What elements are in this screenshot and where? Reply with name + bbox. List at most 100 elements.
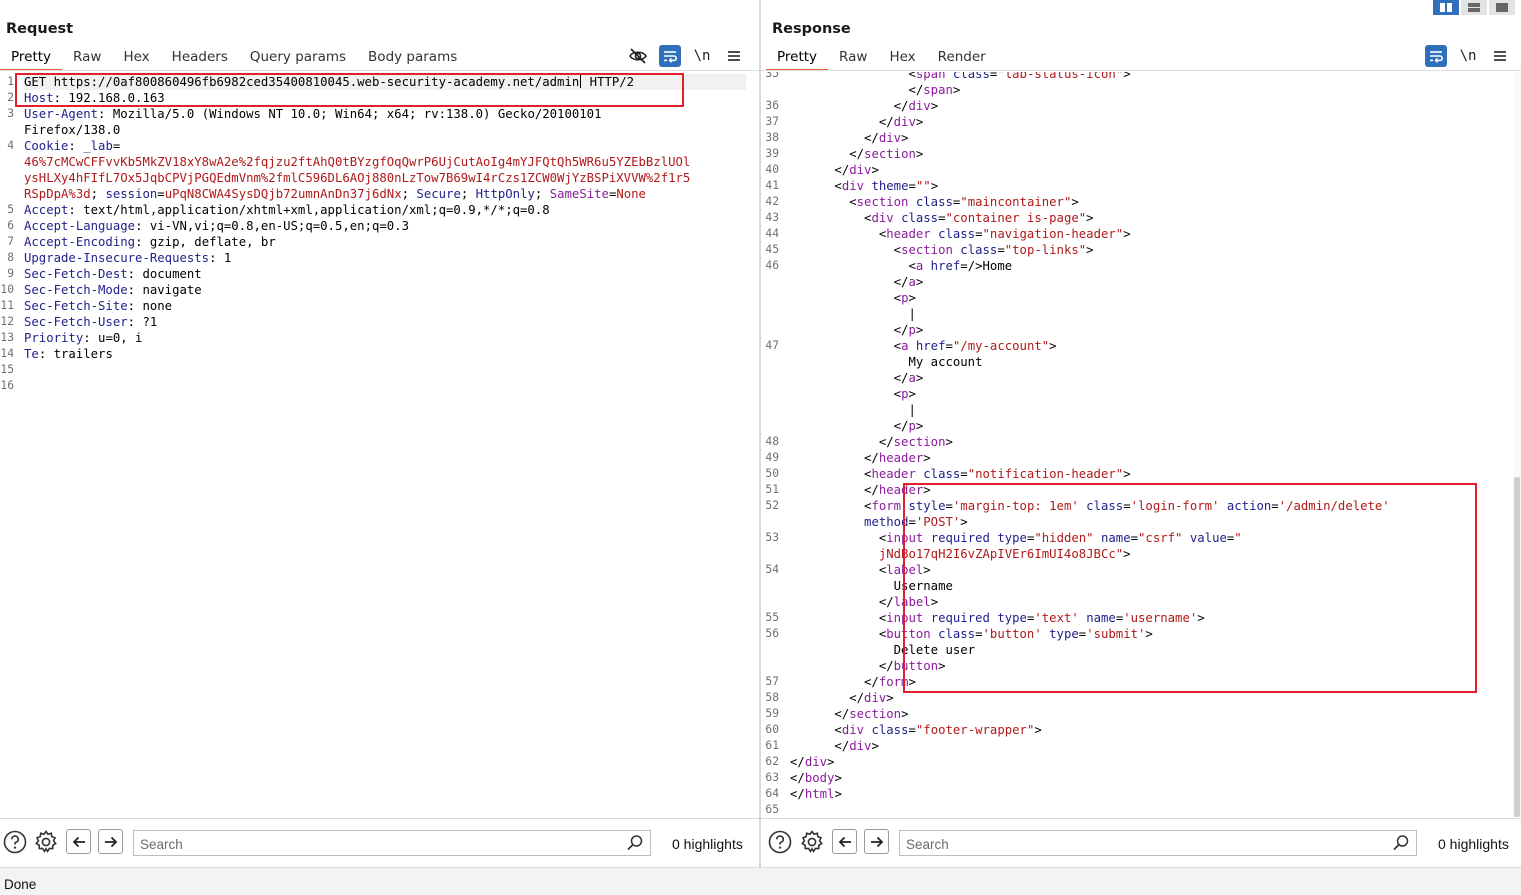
code-line[interactable]: <a href="/my-account">	[790, 338, 1510, 354]
code-line[interactable]: 46%7cMCwCFFvvKb5MkZV18xY8wA2e%2fqjzu2ftA…	[24, 154, 746, 170]
code-line[interactable]	[24, 378, 746, 394]
code-line[interactable]: </body>	[790, 770, 1510, 786]
newline-toggle-button[interactable]: \n	[1459, 48, 1477, 64]
code-line[interactable]: Sec-Fetch-Site: none	[24, 298, 746, 314]
code-line[interactable]: <div class="container is-page">	[790, 210, 1510, 226]
code-line[interactable]: My account	[790, 354, 1510, 370]
hamburger-icon[interactable]	[723, 45, 745, 67]
code-line[interactable]: ysHLXy4hFIfL7Ox5JqbCPVjPGQEdmVnm%2fmlC59…	[24, 170, 746, 186]
tab-render[interactable]: Render	[937, 49, 986, 65]
search-input[interactable]	[906, 835, 1376, 853]
code-line[interactable]: Accept-Encoding: gzip, deflate, br	[24, 234, 746, 250]
code-line[interactable]: <input required type="hidden" name="csrf…	[790, 530, 1510, 546]
tab-raw[interactable]: Raw	[839, 49, 868, 65]
arrow-left-icon[interactable]	[832, 829, 857, 854]
code-line[interactable]: </div>	[790, 738, 1510, 754]
wrap-icon[interactable]	[1425, 45, 1447, 67]
tab-pretty[interactable]: Pretty	[766, 46, 829, 71]
code-line[interactable]: </section>	[790, 146, 1510, 162]
code-line[interactable]: Sec-Fetch-Mode: navigate	[24, 282, 746, 298]
code-line[interactable]: Upgrade-Insecure-Requests: 1	[24, 250, 746, 266]
code-line[interactable]: Sec-Fetch-Dest: document	[24, 266, 746, 282]
layout-tabs-button[interactable]	[1489, 0, 1515, 15]
arrow-right-icon[interactable]	[98, 829, 123, 854]
code-line[interactable]: </html>	[790, 786, 1510, 802]
tab-headers[interactable]: Headers	[171, 49, 228, 65]
tab-body-params[interactable]: Body params	[368, 49, 458, 65]
arrow-left-icon[interactable]	[66, 829, 91, 854]
code-line[interactable]: <div theme="">	[790, 178, 1510, 194]
code-line[interactable]: </div>	[790, 690, 1510, 706]
search-icon[interactable]	[1392, 834, 1410, 852]
code-line[interactable]: <header class="navigation-header">	[790, 226, 1510, 242]
code-line[interactable]: Cookie: _lab=	[24, 138, 746, 154]
code-line[interactable]: |	[790, 306, 1510, 322]
panel-divider[interactable]	[759, 0, 761, 867]
code-line[interactable]: </button>	[790, 658, 1510, 674]
code-line[interactable]: Sec-Fetch-User: ?1	[24, 314, 746, 330]
tab-raw[interactable]: Raw	[73, 49, 102, 65]
response-scrollbar[interactable]	[1513, 72, 1521, 817]
code-line[interactable]: </form>	[790, 674, 1510, 690]
code-line[interactable]: Accept-Language: vi-VN,vi;q=0.8,en-US;q=…	[24, 218, 746, 234]
code-line[interactable]: method='POST'>	[790, 514, 1510, 530]
arrow-right-icon[interactable]	[864, 829, 889, 854]
code-line[interactable]: <label>	[790, 562, 1510, 578]
newline-toggle-button[interactable]: \n	[693, 48, 711, 64]
code-line[interactable]: <p>	[790, 290, 1510, 306]
code-line[interactable]: jNdBo17qH2I6vZApIVEr6ImUI4o8JBCc">	[790, 546, 1510, 562]
code-line[interactable]: </div>	[790, 114, 1510, 130]
code-line[interactable]: Delete user	[790, 642, 1510, 658]
scrollbar-thumb[interactable]	[1514, 477, 1520, 817]
response-code[interactable]: <span class="lab-status-icon"> </span> <…	[790, 72, 1510, 817]
code-line[interactable]: </section>	[790, 434, 1510, 450]
code-line[interactable]: </label>	[790, 594, 1510, 610]
code-line[interactable]: </a>	[790, 370, 1510, 386]
code-line[interactable]: <div class="footer-wrapper">	[790, 722, 1510, 738]
eye-slash-icon[interactable]	[627, 45, 649, 67]
code-line[interactable]: </a>	[790, 274, 1510, 290]
wrap-icon[interactable]	[659, 45, 681, 67]
code-line[interactable]: <button class='button' type='submit'>	[790, 626, 1510, 642]
code-line[interactable]: </div>	[790, 162, 1510, 178]
search-input[interactable]	[140, 835, 610, 853]
request-code[interactable]: GET https://0af800860496fb6982ced3540081…	[24, 74, 746, 394]
code-line[interactable]	[790, 802, 1510, 817]
code-line[interactable]: </div>	[790, 754, 1510, 770]
code-line[interactable]: <input required type='text' name='userna…	[790, 610, 1510, 626]
code-line[interactable]: Te: trailers	[24, 346, 746, 362]
gear-icon[interactable]	[799, 829, 825, 855]
code-line[interactable]	[24, 362, 746, 378]
tab-query-params[interactable]: Query params	[249, 49, 347, 65]
code-line[interactable]: Firefox/138.0	[24, 122, 746, 138]
code-line[interactable]: User-Agent: Mozilla/5.0 (Windows NT 10.0…	[24, 106, 746, 122]
tab-hex[interactable]: Hex	[123, 49, 150, 65]
tab-hex[interactable]: Hex	[889, 49, 916, 65]
search-icon[interactable]	[626, 834, 644, 852]
code-line[interactable]: <form style='margin-top: 1em' class='log…	[790, 498, 1510, 514]
help-icon[interactable]	[2, 829, 28, 855]
hamburger-icon[interactable]	[1489, 45, 1511, 67]
help-icon[interactable]	[767, 829, 793, 855]
code-line[interactable]: <section class="top-links">	[790, 242, 1510, 258]
code-line[interactable]: |	[790, 402, 1510, 418]
code-line[interactable]: </section>	[790, 706, 1510, 722]
code-line[interactable]: </div>	[790, 98, 1510, 114]
code-line[interactable]: Username	[790, 578, 1510, 594]
code-line[interactable]: <header class="notification-header">	[790, 466, 1510, 482]
layout-split-vertical-button[interactable]	[1461, 0, 1487, 15]
code-line[interactable]: <a href=/>Home	[790, 258, 1510, 274]
code-line[interactable]: </div>	[790, 130, 1510, 146]
code-line[interactable]: Priority: u=0, i	[24, 330, 746, 346]
code-line[interactable]: RSpDpA%3d; session=uPqN8CWA4SysDQjb72umn…	[24, 186, 746, 202]
code-line[interactable]: </p>	[790, 418, 1510, 434]
code-line[interactable]: Host: 192.168.0.163	[24, 90, 746, 106]
code-line[interactable]: <p>	[790, 386, 1510, 402]
code-line[interactable]: Accept: text/html,application/xhtml+xml,…	[24, 202, 746, 218]
code-line[interactable]: <section class="maincontainer">	[790, 194, 1510, 210]
code-line[interactable]: GET https://0af800860496fb6982ced3540081…	[24, 74, 746, 90]
code-line[interactable]: <span class="lab-status-icon">	[790, 72, 1510, 82]
code-line[interactable]: </header>	[790, 482, 1510, 498]
